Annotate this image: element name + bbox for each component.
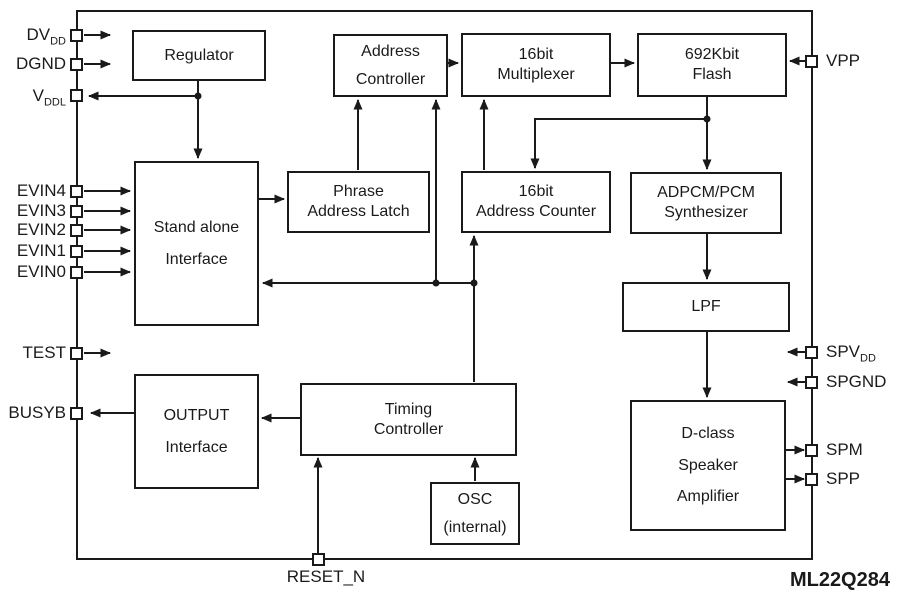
block-label: Address Latch — [307, 203, 410, 220]
block-adpcm-pcm-synthesizer: ADPCM/PCM Synthesizer — [630, 172, 782, 234]
block-label: Synthesizer — [664, 204, 748, 221]
pin-label-reset-n: RESET_N — [286, 567, 366, 586]
part-number-label: ML22Q284 — [789, 569, 890, 591]
block-label: Interface — [165, 250, 228, 268]
block-regulator: Regulator — [132, 30, 266, 81]
block-label: Controller — [355, 70, 426, 88]
block-label: Amplifier — [676, 488, 740, 506]
block-label: LPF — [691, 298, 721, 316]
pin-vddl — [70, 89, 83, 102]
block-output-interface: OUTPUT Interface — [134, 374, 259, 489]
block-label: Interface — [165, 438, 228, 456]
pin-label-spm: SPM — [826, 440, 863, 459]
block-16bit-multiplexer: 16bit Multiplexer — [461, 33, 611, 97]
pin-spm — [805, 444, 818, 457]
pin-label-spgnd: SPGND — [826, 372, 887, 391]
block-label: Timing — [384, 400, 433, 418]
block-label: (internal) — [443, 518, 507, 536]
block-label: Multiplexer — [497, 66, 575, 83]
pin-reset-n — [312, 553, 325, 566]
block-label: D-class — [681, 424, 735, 442]
pin-evin2 — [70, 224, 83, 237]
pin-label-evin0: EVIN0 — [16, 262, 66, 281]
block-label: Stand alone — [153, 218, 240, 236]
block-692kbit-flash: 692Kbit Flash — [637, 33, 787, 97]
block-label: Speaker — [678, 456, 738, 474]
pin-dvdd — [70, 29, 83, 42]
pin-test — [70, 347, 83, 360]
pin-label-evin4: EVIN4 — [16, 181, 66, 200]
pin-busyb — [70, 407, 83, 420]
pin-evin4 — [70, 185, 83, 198]
pin-label-evin2: EVIN2 — [16, 220, 66, 239]
block-label: Controller — [373, 420, 444, 438]
block-address-controller: Address Controller — [333, 34, 448, 97]
block-label: Regulator — [164, 46, 234, 64]
block-label: OSC — [457, 490, 493, 508]
block-label: Phrase — [333, 183, 384, 201]
block-label: 16bit — [518, 183, 554, 201]
block-lpf: LPF — [622, 282, 790, 332]
pin-spvdd — [805, 346, 818, 359]
block-label: Address Counter — [475, 203, 597, 220]
pin-label-dvdd: DVDD — [26, 25, 66, 48]
pin-label-busyb: BUSYB — [8, 403, 66, 422]
block-label: 692Kbit — [684, 46, 740, 64]
block-timing-controller: Timing Controller — [300, 383, 517, 456]
pin-label-vpp: VPP — [826, 51, 861, 70]
block-16bit-address-counter: 16bit Address Counter — [461, 171, 611, 233]
block-label: OUTPUT — [163, 406, 230, 424]
pin-evin0 — [70, 266, 83, 279]
block-label: ADPCM/PCM — [657, 184, 755, 202]
pin-dgnd — [70, 58, 83, 71]
pin-label-spp: SPP — [826, 469, 861, 488]
pin-label-test: TEST — [22, 343, 66, 362]
block-osc-internal: OSC (internal) — [430, 482, 520, 545]
pin-spp — [805, 473, 818, 486]
pin-label-evin3: EVIN3 — [16, 201, 66, 220]
block-label: Flash — [692, 66, 732, 83]
block-label: Address — [361, 42, 420, 60]
pin-vpp — [805, 55, 818, 68]
pin-evin3 — [70, 205, 83, 218]
pin-label-vddl: VDDL — [32, 86, 66, 109]
pin-spgnd — [805, 376, 818, 389]
pin-label-dgnd: DGND — [15, 54, 66, 73]
block-label: 16bit — [518, 46, 554, 64]
pin-label-spvdd: SPVDD — [826, 342, 876, 365]
block-phrase-address-latch: Phrase Address Latch — [287, 171, 430, 233]
pin-label-evin1: EVIN1 — [16, 241, 66, 260]
block-stand-alone-interface: Stand alone Interface — [134, 161, 259, 326]
block-dclass-speaker-amplifier: D-class Speaker Amplifier — [630, 400, 786, 531]
pin-evin1 — [70, 245, 83, 258]
